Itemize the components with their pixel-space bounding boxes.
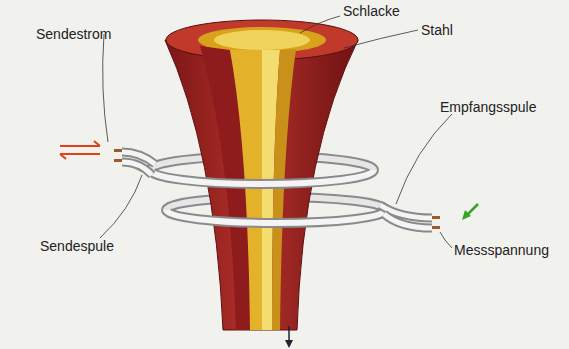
receive-coil <box>166 205 440 229</box>
core <box>214 30 310 50</box>
part-label: Sendespule <box>40 238 114 254</box>
part-label: Stahl <box>421 22 453 38</box>
current-arrow <box>60 141 100 159</box>
flow-arrow <box>285 326 293 348</box>
part-label: Empfangsspule <box>440 99 537 115</box>
cut-slag <box>230 50 262 330</box>
part-label: Sendestrom <box>36 26 111 42</box>
leader-lines <box>100 16 452 248</box>
send-coil <box>114 149 374 184</box>
voltage-arrow <box>462 204 478 220</box>
cut-slag-right <box>272 49 296 330</box>
part-label: Messspannung <box>454 242 549 258</box>
part-label: Schlacke <box>343 3 400 19</box>
